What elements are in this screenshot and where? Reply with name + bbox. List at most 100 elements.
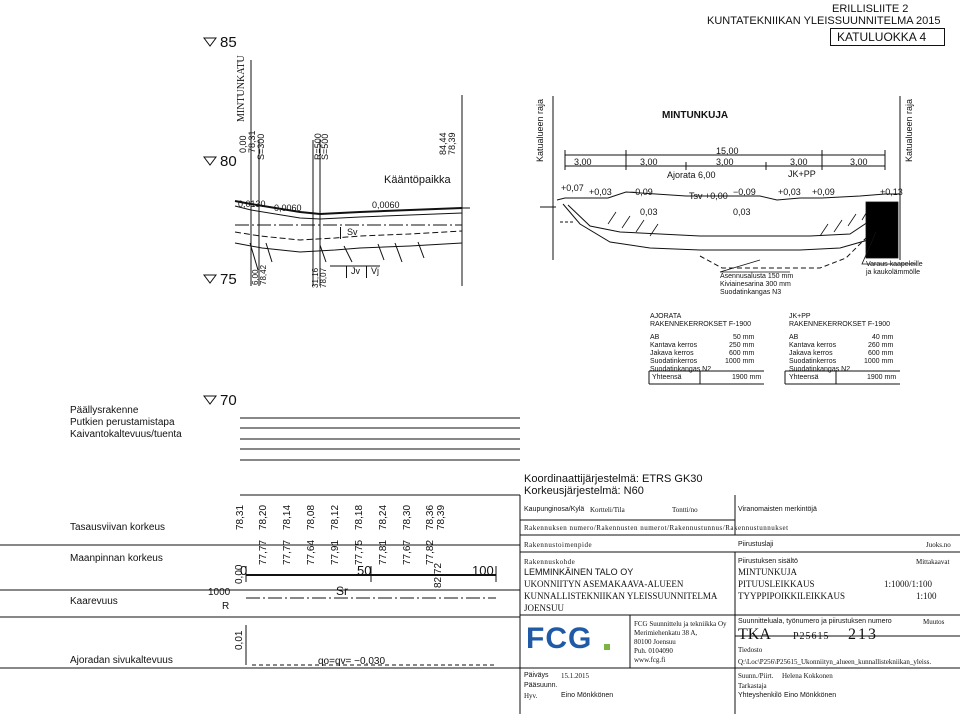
contact-name: Eino Mönkkönen xyxy=(784,692,837,699)
content-line-1: MINTUNKUJA xyxy=(738,567,797,577)
reserve-1: Varaus kaapeleille xyxy=(866,261,923,268)
grade-value: 78,12 xyxy=(330,504,341,530)
elev-marker-70 xyxy=(203,395,217,405)
band-curvature: Kaarevuus xyxy=(70,596,118,607)
structure-right-title1: JK+PP xyxy=(789,313,811,320)
structure-right-total-value: 1900 mm xyxy=(867,374,897,381)
structure-left-row-name: Jakava kerros xyxy=(650,350,694,357)
grade-value: 78,18 xyxy=(354,504,365,530)
content-label: Piirustuksen sisältö xyxy=(738,558,798,565)
elev-85: 85 xyxy=(220,34,237,51)
ground-value: 77,64 xyxy=(306,539,317,565)
structure-left-title1: AJORATA xyxy=(650,313,682,320)
company-line-3: 80100 Joensuu xyxy=(634,638,676,646)
series-label: Suunnitteluala, työnumero ja piirustukse… xyxy=(738,618,892,625)
date-value: 15.1.2015 xyxy=(561,672,589,680)
scale-2: 1:100 xyxy=(916,591,937,601)
elev-75: 75 xyxy=(220,271,237,288)
bottom-a2: 78,42 xyxy=(259,264,268,285)
coordinate-system: Koordinaattijärjestelmä: ETRS GK30 xyxy=(524,473,703,485)
date-label: Päiväys xyxy=(524,672,549,679)
width-5: 3,00 xyxy=(850,157,868,167)
action-label: Rakennustoimenpide xyxy=(524,541,593,549)
legend-excavation: Kaivantokaltevuus/tuenta xyxy=(70,429,182,440)
fcg-logo: FCG xyxy=(526,622,616,656)
slope-c: 0,0060 xyxy=(372,200,400,210)
curvature-b: R xyxy=(222,601,230,612)
appendix-label: ERILLISLIITE 2 xyxy=(832,3,909,15)
offset-8: +0,13 xyxy=(880,187,903,197)
scale-label: Mittakaavat xyxy=(916,558,950,566)
structure-left-row-name: Suodatinkangas N2 xyxy=(650,366,712,373)
street-boundary-left: Katualueen raja xyxy=(535,98,545,162)
project-label: Rakennuskohde xyxy=(524,558,576,566)
grade-value: 78,31 xyxy=(235,504,246,530)
jkpp-label: JK+PP xyxy=(788,169,816,179)
side-slope-value: qo=qv= −0,030 xyxy=(318,656,386,667)
jv-tag: Jv xyxy=(346,266,364,278)
structure-right-row-name: Suodatinkerros xyxy=(789,358,837,365)
offset-5: −0,09 xyxy=(733,187,756,197)
legend-pipe-foundation: Putkien perustamistapa xyxy=(70,417,175,428)
grade-line xyxy=(234,200,463,216)
offset-2: +0,03 xyxy=(589,187,612,197)
ground-value: 77,75 xyxy=(354,539,365,565)
designer-name: Helena Kokkonen xyxy=(782,672,833,680)
project-line-1: LEMMINKÄINEN TALO OY xyxy=(524,567,634,577)
slope-b: 0,0060 xyxy=(274,203,302,213)
company-line-4: Puh. 0104090 xyxy=(634,647,673,655)
project-line-3: KUNNALLISTEKNIIKAN YLEISSUUNNITELMA xyxy=(524,591,718,601)
radius-b2: S=500 xyxy=(320,133,330,160)
scale-1: 1:1000/1:100 xyxy=(884,579,933,589)
structure-right-row-value: 1000 mm xyxy=(864,358,894,365)
structure-left-row-value: 50 mm xyxy=(733,334,755,341)
ground-value: 77,67 xyxy=(402,539,413,565)
elev-marker-85 xyxy=(203,37,217,47)
cross-section-title: MINTUNKUJA xyxy=(662,110,729,121)
ajorata-label: Ajorata 6,00 xyxy=(667,170,716,180)
district-label: Kaupunginosa/Kylä xyxy=(524,506,585,513)
sv-tag: Sv xyxy=(340,227,360,239)
company-line-1: FCG Suunnittelu ja tekniikka Oy xyxy=(634,620,727,628)
structure-left-title2: RAKENNEKERROKSET F-1900 xyxy=(650,321,752,328)
checker-label: Tarkastaja xyxy=(738,682,767,690)
chief-designer-label: Pääsuunn. xyxy=(524,682,558,689)
offset-1: +0,07 xyxy=(561,183,584,193)
street-boundary-right: Katualueen raja xyxy=(904,98,914,162)
grade-value: 78,14 xyxy=(282,504,293,530)
structure-left-total-label: Yhteensä xyxy=(652,374,682,381)
project-line-2: UKONNIITYN ASEMAKAAVA-ALUEEN xyxy=(524,579,684,589)
content-line-3: TYYPPIPOIKKILEIKKAUS xyxy=(738,591,845,601)
structure-right-row-name: Jakava kerros xyxy=(789,350,833,357)
radius-a: S=300 xyxy=(256,133,266,160)
structure-right-title2: RAKENNEKERROKSET F-1900 xyxy=(789,321,891,328)
offset-7: +0,09 xyxy=(812,187,835,197)
approval-label: Viranomaisten merkintöjä xyxy=(738,506,817,513)
grade-value: 78,36 xyxy=(425,504,436,530)
project-line-4: JOENSUU xyxy=(524,603,565,613)
reserve-2: ja kaukolämmölle xyxy=(866,269,921,276)
slope-a: 0,0130 xyxy=(238,199,266,209)
serial-label: Juoks.no xyxy=(926,541,951,549)
vj-tag: Vj xyxy=(366,266,384,278)
company-line-2: Merimiehenkatu 38 A, xyxy=(634,629,698,637)
total-width: 15,00 xyxy=(716,146,739,156)
band-ground-line: Maanpinnan korkeus xyxy=(70,553,163,564)
company-line-5: www.fcg.fi xyxy=(634,656,666,664)
width-4: 3,00 xyxy=(790,157,808,167)
lot-label: Tontti/no xyxy=(672,506,698,514)
side-slope-start: 0,01 xyxy=(234,630,245,650)
structure-right-row-name: Suodatinkangas N2 xyxy=(789,366,851,373)
ground-value: 77,82 xyxy=(425,539,436,565)
elev-c: 78,39 xyxy=(447,132,457,155)
curvature-a: 1000 xyxy=(208,587,231,598)
drawing-number: 213 xyxy=(848,626,878,643)
structure-left-row-value: 250 mm xyxy=(729,342,755,349)
elev-marker-75 xyxy=(203,274,217,284)
plan-title: KUNTATEKNIIKAN YLEISSUUNNITELMA 2015 xyxy=(707,15,941,27)
crossfall-1: 0,03 xyxy=(640,207,658,217)
approved-by: Eino Mönkkönen xyxy=(561,692,614,699)
elev-80: 80 xyxy=(220,153,237,170)
offset-6: +0,03 xyxy=(778,187,801,197)
